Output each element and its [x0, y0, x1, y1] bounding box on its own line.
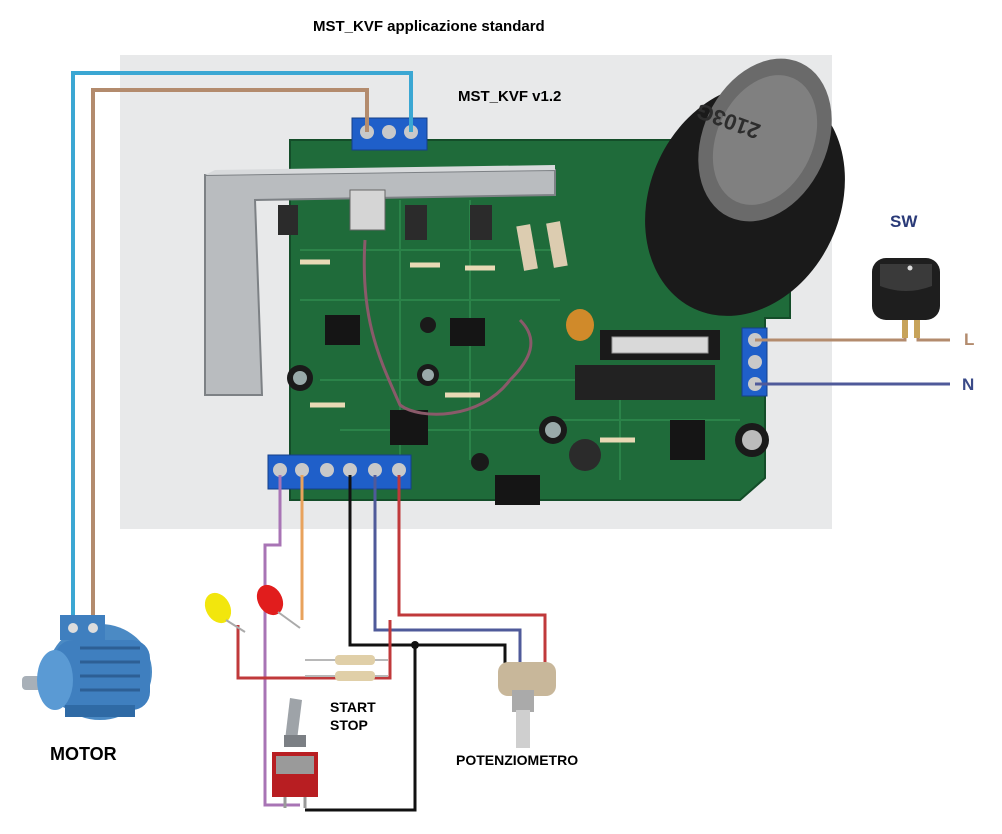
start-stop-label: START STOP: [330, 698, 376, 734]
wire-purple: [263, 475, 300, 807]
board-version-label: MST_KVF v1.2: [458, 88, 562, 105]
toggle-switch: [272, 698, 318, 808]
control-terminal-block: [267, 454, 412, 490]
wire-motor-brown: [91, 88, 369, 625]
motor-terminal-block: [351, 117, 428, 151]
heatsink: [204, 165, 556, 396]
resistors: [300, 259, 635, 443]
large-capacitor: 2103G: [645, 58, 845, 316]
stop-text: STOP: [330, 717, 368, 733]
fuse-holder: [600, 330, 720, 360]
small-capacitors: [287, 309, 769, 471]
potentiometer: [498, 662, 556, 748]
wire-red: [397, 475, 547, 665]
start-text: START: [330, 699, 376, 715]
neutral-label: N: [962, 375, 975, 394]
red-led: [256, 584, 301, 629]
wire-navy: [373, 475, 522, 665]
line-label: L: [964, 330, 975, 349]
electric-motor: [22, 615, 152, 720]
potentiometer-label: POTENZIOMETRO: [456, 752, 579, 768]
wire-motor-cyan: [71, 71, 413, 625]
wire-junction: [411, 641, 419, 649]
bridge-rectifier: [575, 365, 715, 400]
ceramic-resistors: [516, 221, 568, 271]
rocker-switch-sw: [872, 258, 940, 338]
board-twisted-wire: [362, 239, 533, 416]
switch-label: SW: [890, 212, 918, 231]
wire-red-led: [236, 620, 392, 680]
wire-black: [305, 475, 507, 812]
mains-terminal-block: [741, 327, 768, 397]
led-resistors: [305, 655, 388, 681]
integrated-circuits: [325, 315, 705, 505]
yellow-led: [204, 592, 246, 633]
diagram-title: MST_KVF applicazione standard: [313, 18, 545, 35]
power-transistors: [278, 189, 492, 240]
motor-label: MOTOR: [50, 744, 117, 764]
